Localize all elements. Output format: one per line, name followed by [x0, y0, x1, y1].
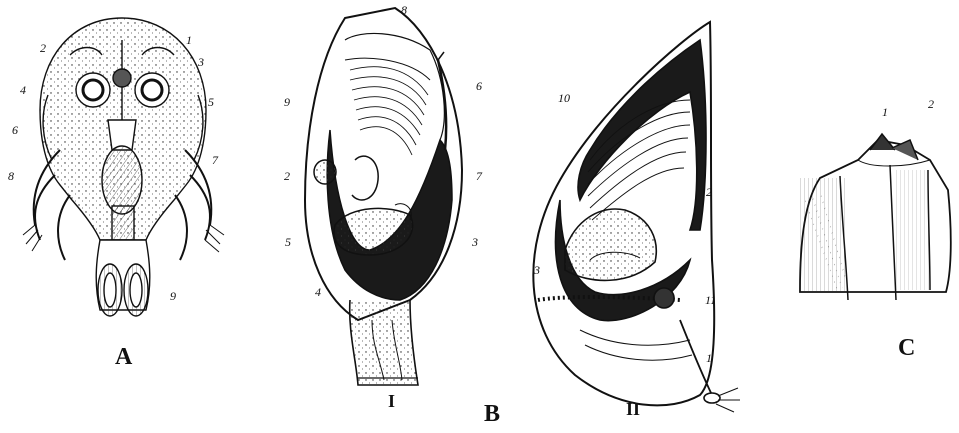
panel-b1-drawing — [305, 8, 462, 385]
panel-c-label-2: 2 — [928, 98, 934, 110]
panel-b-caption: B — [484, 402, 500, 426]
panel-b2-label-11: 11 — [705, 294, 716, 306]
panel-b1-label-6: 6 — [476, 80, 482, 92]
panel-b1-label-2: 2 — [284, 170, 290, 182]
panel-b2-label-2: 2 — [706, 186, 712, 198]
panel-b1-label-3: 3 — [472, 236, 478, 248]
panel-b2-caption: II — [626, 400, 640, 418]
panel-b1-label-5: 5 — [285, 236, 291, 248]
panel-b1-label-4: 4 — [315, 286, 321, 298]
panel-a-label-4: 4 — [20, 84, 26, 96]
panel-a-label-9: 9 — [170, 290, 176, 302]
panel-a-label-8: 8 — [8, 170, 14, 182]
panel-a-label-3: 3 — [198, 56, 204, 68]
panel-b2-label-10: 10 — [558, 92, 570, 104]
panel-b2-label-3: 3 — [534, 264, 540, 276]
panel-b1-label-9: 9 — [284, 96, 290, 108]
panel-a-drawing — [23, 18, 224, 316]
panel-a-label-5: 5 — [208, 96, 214, 108]
panel-c-caption: C — [898, 336, 915, 360]
panel-c-drawing — [800, 134, 951, 300]
panel-b1-caption: I — [388, 392, 395, 410]
panel-a-label-7: 7 — [212, 154, 218, 166]
panel-b1-label-7: 7 — [476, 170, 482, 182]
panel-b2-label-1: 1 — [706, 352, 712, 364]
panel-a-label-6: 6 — [12, 124, 18, 136]
panel-a-label-1: 1 — [186, 34, 192, 46]
panel-c-label-1: 1 — [882, 106, 888, 118]
panel-a-caption: A — [115, 345, 132, 369]
panel-b1-label-8: 8 — [401, 4, 407, 16]
panel-a-label-2: 2 — [40, 42, 46, 54]
